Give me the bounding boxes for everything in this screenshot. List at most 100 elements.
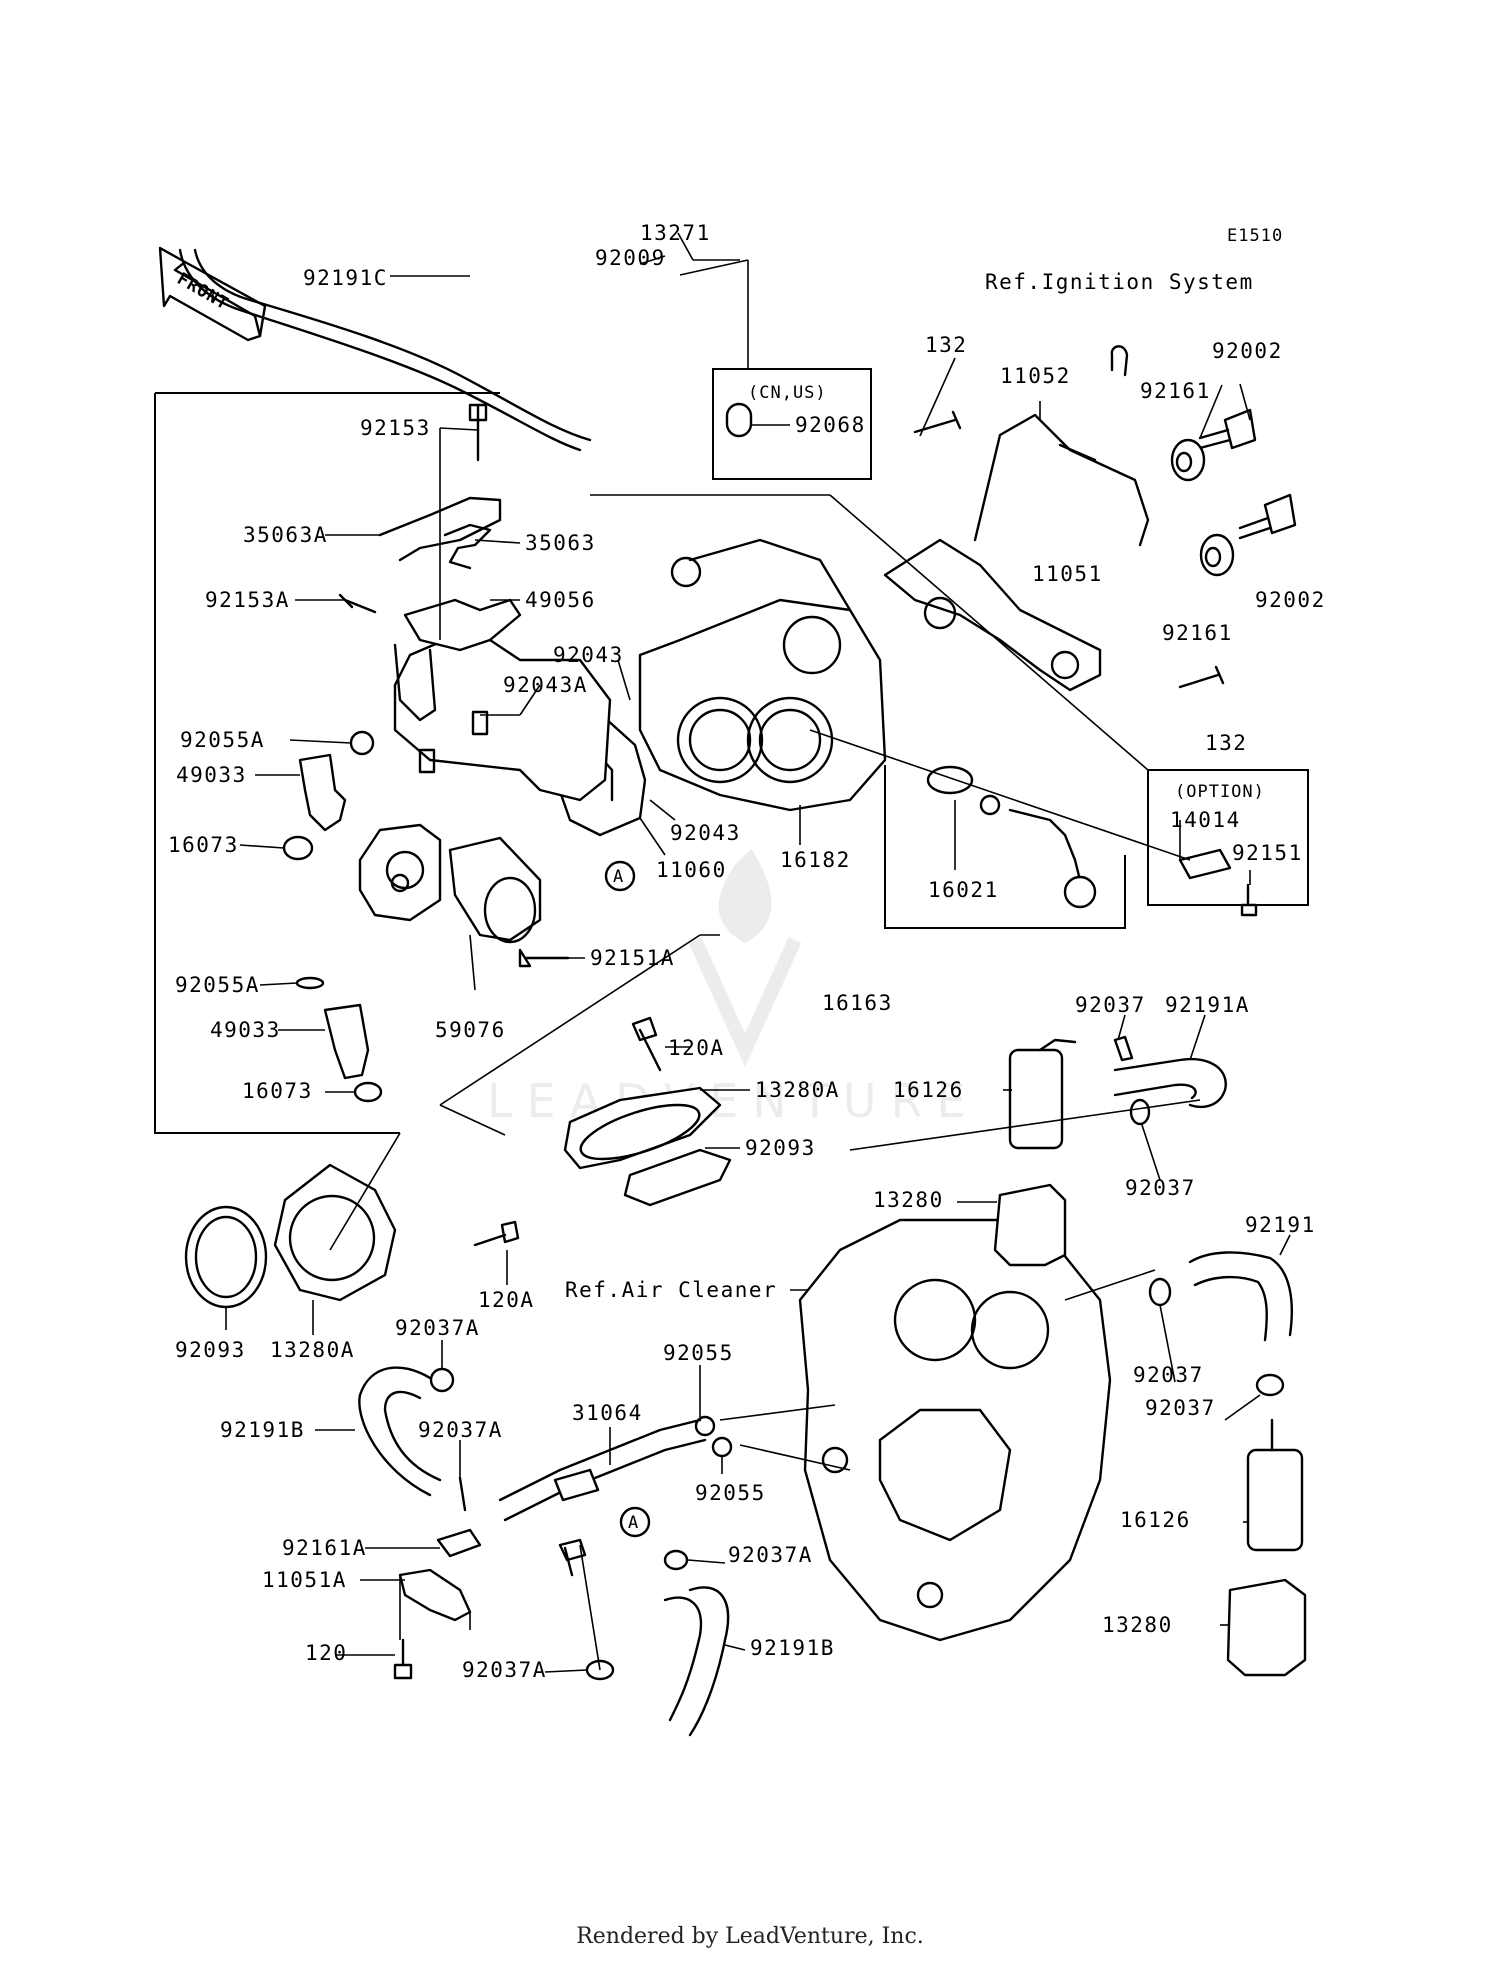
holder-13280-top bbox=[993, 1183, 1067, 1267]
grommet-92161-bottom bbox=[1199, 533, 1235, 577]
label-92043-bot: 92043 bbox=[670, 821, 741, 845]
oring-92055A-top bbox=[349, 730, 375, 756]
bolt-132-top bbox=[913, 410, 962, 434]
label-16021: 16021 bbox=[928, 878, 999, 902]
oring-92055-bot bbox=[711, 1436, 733, 1458]
breather-hose bbox=[178, 248, 582, 452]
label-92037-a: 92037 bbox=[1075, 993, 1146, 1017]
bracket-11052 bbox=[973, 413, 1150, 547]
callout-a-bottom: A bbox=[619, 1506, 651, 1538]
dowel-92043A-a bbox=[471, 710, 489, 736]
part-labels: 13271 92009 92191C 92068 132 11052 92161… bbox=[168, 221, 1324, 1682]
diagram-code: E1510 bbox=[1227, 226, 1283, 246]
label-92153A: 92153A bbox=[205, 588, 290, 612]
clip-92037-b bbox=[1129, 1098, 1151, 1126]
plate-14014 bbox=[1178, 848, 1232, 880]
clip-92037A-2 bbox=[458, 1476, 467, 1512]
label-92037A-3: 92037A bbox=[728, 1543, 813, 1567]
ref-ignition-system: Ref.Ignition System bbox=[985, 270, 1254, 294]
screw-92151 bbox=[1240, 883, 1258, 917]
label-16126-bot: 16126 bbox=[1120, 1508, 1191, 1532]
label-120A-bot: 120A bbox=[478, 1288, 535, 1312]
seal-92093-top bbox=[623, 1148, 732, 1207]
label-59076: 59076 bbox=[435, 1018, 506, 1042]
cn-us-box bbox=[712, 368, 872, 480]
flange-13280A-top bbox=[563, 1086, 722, 1170]
assembly-box bbox=[154, 392, 500, 1134]
label-92068: 92068 bbox=[795, 413, 866, 437]
label-92161-top: 92161 bbox=[1140, 379, 1211, 403]
label-11052: 11052 bbox=[1000, 364, 1071, 388]
oring-16073-bot bbox=[353, 1081, 383, 1103]
cn-us-label: (CN,US) bbox=[748, 383, 827, 403]
label-13271: 13271 bbox=[640, 221, 711, 245]
bracket-11051A bbox=[398, 1568, 472, 1622]
flange-13280A-bot bbox=[273, 1163, 397, 1302]
label-92161A: 92161A bbox=[282, 1536, 367, 1560]
clip-92037-c bbox=[1148, 1277, 1172, 1307]
label-31064: 31064 bbox=[572, 1401, 643, 1425]
valve-16021 bbox=[926, 765, 1097, 909]
label-16182: 16182 bbox=[780, 848, 851, 872]
clip-92037-a bbox=[1113, 1035, 1134, 1062]
plug-icon bbox=[725, 402, 753, 438]
label-92151A: 92151A bbox=[590, 946, 675, 970]
option-box bbox=[1147, 769, 1309, 906]
label-92093-top: 92093 bbox=[745, 1136, 816, 1160]
option-label: (OPTION) bbox=[1175, 782, 1265, 802]
label-92037-b: 92037 bbox=[1125, 1176, 1196, 1200]
clip-92037-d bbox=[1255, 1373, 1285, 1397]
label-16073-top: 16073 bbox=[168, 833, 239, 857]
label-92037A-2: 92037A bbox=[418, 1418, 503, 1442]
label-92037-d: 92037 bbox=[1145, 1396, 1216, 1420]
joint-59076 bbox=[448, 836, 542, 944]
label-120: 120 bbox=[305, 1641, 347, 1665]
injector-49033-top bbox=[298, 753, 347, 832]
callout-a-top: A bbox=[604, 860, 636, 892]
clip-92037A-3 bbox=[663, 1549, 689, 1571]
air-cleaner-plate bbox=[798, 1218, 1112, 1642]
svg-text:A: A bbox=[613, 867, 624, 887]
hose-92191 bbox=[1188, 1251, 1293, 1337]
label-49056: 49056 bbox=[525, 588, 596, 612]
clip-92037A-1 bbox=[429, 1367, 455, 1393]
grommet-92161-top bbox=[1170, 438, 1206, 482]
valve-box bbox=[884, 765, 1126, 929]
label-16073-bot: 16073 bbox=[242, 1079, 313, 1103]
label-92093-bot: 92093 bbox=[175, 1338, 246, 1362]
label-92055-bot: 92055 bbox=[695, 1481, 766, 1505]
label-13280-top: 13280 bbox=[873, 1188, 944, 1212]
watermark-logo bbox=[688, 848, 802, 1067]
oring-16073-top bbox=[282, 835, 314, 861]
label-92002-top: 92002 bbox=[1212, 339, 1283, 363]
label-92151: 92151 bbox=[1232, 841, 1303, 865]
injector-holder bbox=[358, 638, 612, 922]
label-92037A-4: 92037A bbox=[462, 1658, 547, 1682]
oring-92055A-bot bbox=[295, 976, 325, 990]
ref-air-cleaner: Ref.Air Cleaner bbox=[565, 1278, 777, 1302]
label-14014: 14014 bbox=[1170, 808, 1241, 832]
screw-92153A bbox=[338, 593, 377, 614]
seal-92093-bot bbox=[184, 1205, 268, 1309]
hose-92191B-left bbox=[358, 1366, 432, 1497]
label-92043A: 92043A bbox=[503, 673, 588, 697]
dowel-92043A-b bbox=[418, 748, 436, 774]
screw-92151A bbox=[518, 948, 570, 968]
label-35063: 35063 bbox=[525, 531, 596, 555]
holder-49056 bbox=[403, 598, 522, 652]
label-16126-top: 16126 bbox=[893, 1078, 964, 1102]
grommet-92161A bbox=[436, 1528, 482, 1558]
hose-92191A bbox=[1113, 1057, 1227, 1109]
hose-92191B-right bbox=[688, 1586, 730, 1737]
footer-credit: Rendered by LeadVenture, Inc. bbox=[576, 1924, 924, 1949]
label-49033-top: 49033 bbox=[176, 763, 247, 787]
bracket-11051 bbox=[883, 538, 1102, 692]
label-132-top: 132 bbox=[925, 333, 967, 357]
label-13280-bot: 13280 bbox=[1102, 1613, 1173, 1637]
watermark: LEADVENTURE bbox=[487, 1074, 980, 1128]
bolt-92002-top bbox=[1198, 408, 1257, 450]
label-13280A-bot: 13280A bbox=[270, 1338, 355, 1362]
label-49033-bot: 49033 bbox=[210, 1018, 281, 1042]
ignition-clip bbox=[1110, 345, 1129, 377]
label-92191B-left: 92191B bbox=[220, 1418, 305, 1442]
